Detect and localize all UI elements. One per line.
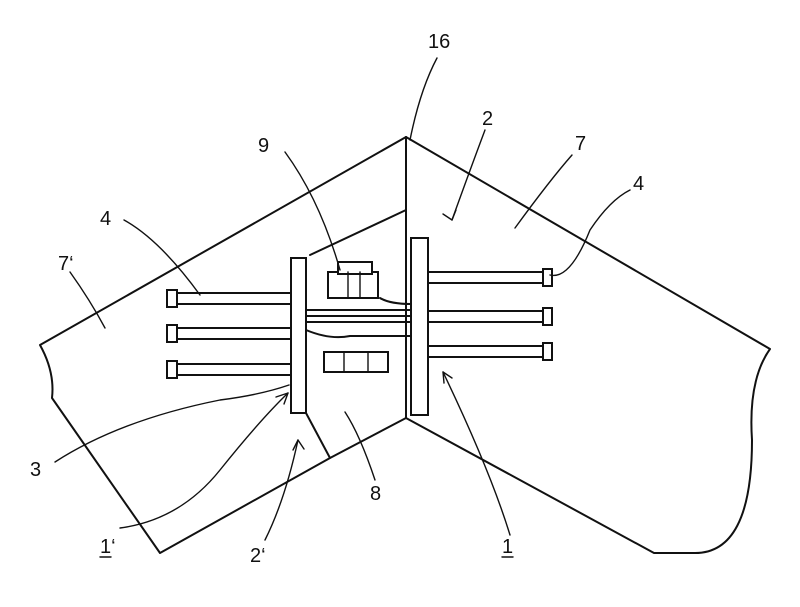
leader-16 [409, 57, 438, 141]
leader-1-prime [119, 392, 289, 529]
leader-2 [451, 129, 486, 221]
label-9: 9 [258, 135, 269, 157]
wedge-lower-edge [305, 412, 331, 459]
label-1: 1 [502, 536, 513, 558]
right-rod-2 [427, 310, 547, 323]
leader-7 [514, 154, 573, 229]
label-2: 2 [482, 108, 493, 130]
arrow-2 [442, 209, 457, 221]
left-rod-3-head [166, 360, 178, 379]
label-2-prime: 2‘ [250, 545, 266, 567]
left-panel-outline [39, 136, 407, 554]
leader-1 [442, 371, 511, 536]
lower-nut [323, 351, 389, 373]
leader-9 [284, 151, 341, 271]
left-rod-1-head [166, 289, 178, 308]
left-rod-2-head [166, 324, 178, 343]
left-plate [290, 257, 307, 414]
left-rod-1 [171, 292, 293, 305]
upper-nut [327, 271, 379, 299]
label-4-right: 4 [633, 173, 644, 195]
label-16: 16 [428, 31, 450, 53]
arrow-2-prime [292, 439, 305, 451]
right-rod-1 [427, 271, 547, 284]
right-panel-outline [405, 136, 771, 555]
leader-3 [54, 384, 290, 463]
connector-strip [305, 309, 412, 323]
upper-nut-top [337, 261, 373, 275]
label-4-left: 4 [100, 208, 111, 230]
label-1-prime: 1‘ [100, 536, 116, 558]
label-7: 7 [575, 133, 586, 155]
label-7-prime: 7‘ [58, 253, 74, 275]
reference-numerals: 16 2 9 7 4 4 7‘ 3 8 1‘ 2‘ 1 [30, 31, 644, 567]
connector-bend-lower [305, 329, 412, 339]
inner-wedge-line [309, 209, 407, 256]
leader-8 [344, 411, 376, 481]
right-rod-3-head [542, 342, 553, 361]
left-rod-2 [171, 327, 293, 340]
leader-7-prime [69, 271, 106, 329]
right-rods [427, 268, 553, 361]
leader-2-prime [264, 439, 299, 541]
connector-bend-upper [379, 297, 412, 305]
arrow-1-prime [275, 392, 289, 405]
leader-4-left [123, 219, 201, 296]
bolt-assembly [305, 261, 412, 373]
right-plate [410, 237, 429, 416]
right-rod-2-head [542, 307, 553, 326]
label-3: 3 [30, 459, 41, 481]
left-rod-3 [171, 363, 293, 376]
leader-lines [54, 57, 631, 541]
left-rods [166, 289, 293, 379]
right-rod-3 [427, 345, 547, 358]
label-8: 8 [370, 483, 381, 505]
arrow-1 [442, 371, 453, 384]
leader-4-right [549, 189, 631, 277]
right-rod-1-head [542, 268, 553, 287]
